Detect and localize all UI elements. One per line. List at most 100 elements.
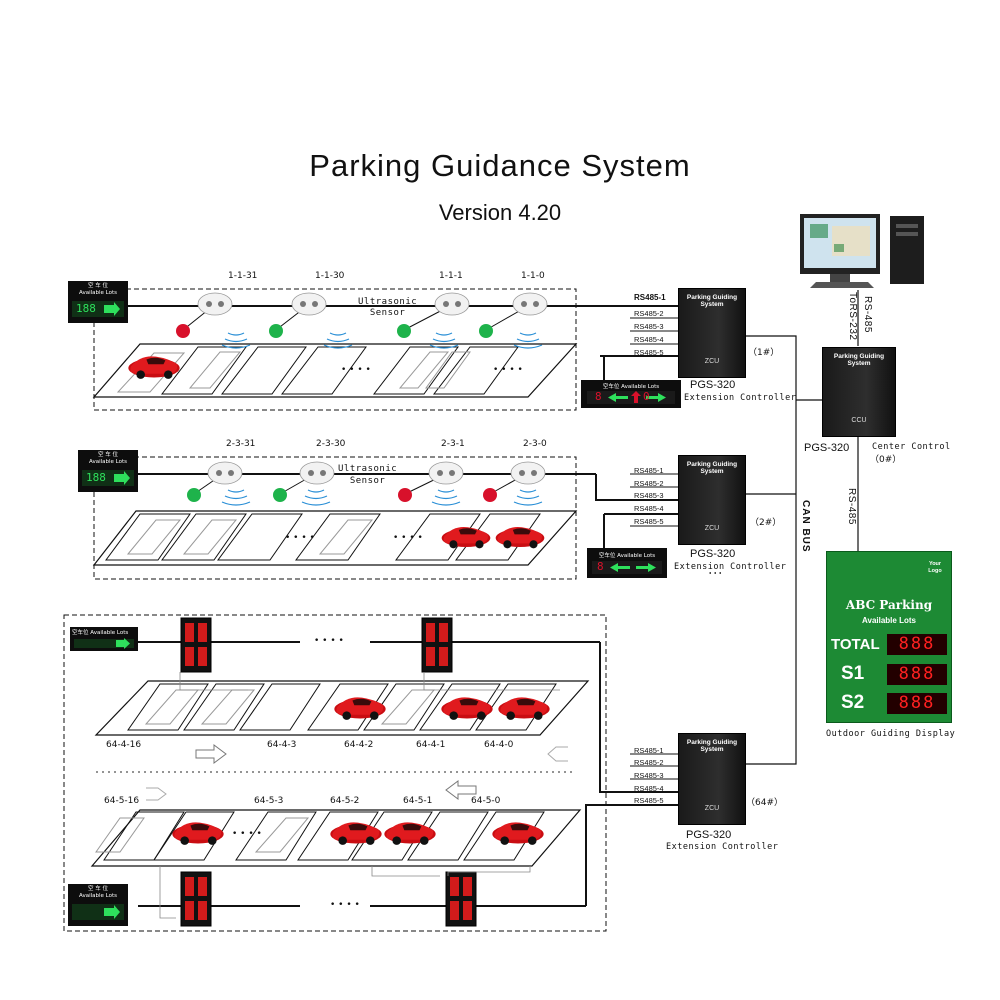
camera-indicator-icon [421,617,453,673]
green-led-icon [397,324,411,338]
arrow-left-icon [445,780,477,800]
turn-arrow-icon [547,746,568,762]
red-led-icon [176,324,190,338]
center-controller: Parking Guiding System CCU [822,347,896,437]
sensor-id-label: 2-3-31 [226,439,256,449]
controller-desc: Extension Controller [674,562,787,572]
controller-brand: Parking Guiding System [833,353,885,367]
port-label: RS485-3 [634,771,664,780]
outdoor-caption: Outdoor Guiding Display [826,729,956,739]
bay-id-label: 64-5-16 [104,796,140,806]
row-digits: 888 [887,634,947,655]
ultrasonic-sensor-icon [299,461,335,485]
can-bus-line [745,335,797,765]
zone3-lower-lane [90,809,582,867]
green-led-icon [273,488,287,502]
arrow-right-icon [195,744,227,764]
bay-id-label: 64-5-1 [403,796,433,806]
to-rs232-label: ToRS-232 [847,292,858,341]
logo-text: Your Logo [928,561,942,574]
sign-digits: 188 [76,302,96,315]
port-label: RS485-4 [634,504,664,513]
controller-brand: Parking Guiding System [686,294,738,308]
bay-id-label: 64-4-16 [106,740,142,750]
green-led-icon [269,324,283,338]
bay-id-label: 64-5-3 [254,796,284,806]
controller-tag: CCU [851,417,867,424]
red-led-icon [398,488,412,502]
arrow-right-icon [636,563,656,572]
row-label: S2 [841,692,865,713]
controller-model: PGS-320 [690,548,736,560]
controller-desc: Extension Controller [666,842,779,852]
controller-brand: Parking Guiding System [686,461,738,475]
can-bus-label: CAN BUS [800,500,811,553]
outdoor-available: Available Lots [862,616,916,625]
ultrasonic-sensor-icon [512,292,548,316]
port-label: RS485-2 [634,309,664,318]
green-led-icon [187,488,201,502]
car-icon [495,526,545,549]
sign-title: 空 车 位 Available Lots [79,886,117,899]
port-label: RS485-2 [634,758,664,767]
ellipsis: • • • • [330,900,360,910]
sensor-id-label: 2-3-0 [523,439,547,449]
sign-digits: 188 [86,471,106,484]
page-title: Parking Guidance System [309,148,691,183]
zone3-lower-sign [68,884,128,926]
lane-display-right: 0 [643,390,650,403]
controller-number: （1#） [748,348,780,358]
car-icon [498,697,550,720]
ultrasonic-wave-icon [323,332,353,349]
arrow-left-icon [608,393,628,402]
sensor-id-label: 2-3-1 [441,439,465,449]
zone1-boundary [93,288,577,411]
ultrasonic-sensor-icon [510,461,546,485]
port-label: RS485-5 [634,517,664,526]
more-controllers-ellipsis: ⋮ [708,566,724,577]
row-digits: 888 [887,664,947,685]
car-icon [330,822,382,845]
ellipsis: • • • • [285,533,315,543]
extension-controller-64: Parking Guiding System ZCU [678,733,746,825]
controller-tag: ZCU [704,805,720,812]
row-digits: 888 [887,693,947,714]
ultrasonic-sensor-icon [207,461,243,485]
controller-model: PGS-320 [686,829,732,841]
bay-id-label: 64-5-2 [330,796,360,806]
outdoor-name: ABC Parking [845,598,933,612]
controller-model: PGS-320 [690,379,736,391]
row-label: TOTAL [831,636,880,653]
controller-desc: Extension Controller [684,393,797,403]
zone2-entry-sign [78,450,138,492]
bay-id-label: 64-4-1 [416,740,446,750]
car-icon [441,526,491,549]
lane-display-header: 空车位 Available Lots [602,384,660,390]
controller-tag: ZCU [704,525,720,532]
sensor-id-label: 1-1-30 [315,271,345,281]
sign-title: 空车位 Available Lots [72,630,129,636]
ultrasonic-sensor-icon [197,292,233,316]
port-label: RS485-3 [634,322,664,331]
zone1-lane [92,343,578,398]
car-icon [441,697,493,720]
ultrasonic-wave-icon [429,332,459,349]
bay-id-label: 64-4-0 [484,740,514,750]
ultrasonic-sensor-label: Ultrasonic Sensor [338,464,398,486]
car-icon [128,356,180,379]
sensor-id-label: 2-3-30 [316,439,346,449]
car-icon [384,822,436,845]
ultrasonic-wave-icon [221,332,251,349]
zone1 [92,288,678,411]
port-label: RS485-4 [634,784,664,793]
green-led-icon [479,324,493,338]
port-label: RS485-1 [634,293,666,302]
car-icon [334,697,386,720]
camera-indicator-icon [180,617,212,673]
center-desc: Center Control [872,442,951,452]
car-icon [172,822,224,845]
bay-id-label: 64-4-3 [267,740,297,750]
zone2 [92,456,678,580]
rs485-label: RS-485 [862,296,873,333]
